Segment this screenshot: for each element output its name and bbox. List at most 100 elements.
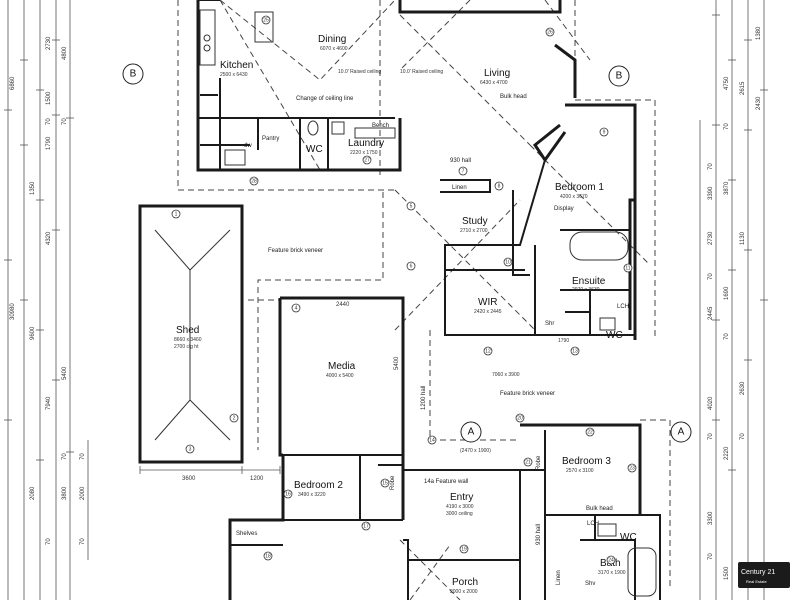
note-shower-dim: 1790	[558, 338, 569, 344]
number-marker-label: 27	[364, 157, 370, 163]
room-study-size: 2710 x 2700	[460, 228, 488, 234]
number-marker	[606, 555, 616, 565]
number-marker-label: 6	[410, 263, 413, 269]
dim-left: 2730	[46, 36, 52, 50]
room-robe: Robe	[390, 475, 396, 490]
room-porch-size: 2000 x 2000	[450, 589, 478, 595]
dim-left: 2080	[30, 486, 36, 500]
room-linen2: Linen	[556, 570, 562, 585]
dim-right: 4020	[708, 396, 714, 410]
room-ensuite-size: 2970 x 3630	[572, 287, 600, 293]
number-marker-label: 17	[363, 523, 369, 529]
room-shed: Shed	[176, 325, 199, 336]
number-marker-label: 15	[382, 480, 388, 486]
number-marker-label: 26	[547, 29, 553, 35]
room-shed-ceiling: 2700 clg ht	[174, 344, 199, 350]
room-shed-size: 8660 x 3460	[174, 337, 202, 343]
room-dining-size: 6070 x 4600	[320, 46, 348, 52]
number-marker-label: 9	[603, 129, 606, 135]
note-dishwasher: dw	[244, 143, 252, 149]
note-shower: Shv	[585, 581, 595, 587]
note-bulkhead: Bulk head	[500, 94, 527, 100]
dim-shed-width: 3600	[182, 476, 196, 482]
room-wc2: WC	[606, 330, 623, 341]
dim-right: 3390	[708, 186, 714, 200]
dim-left: 4320	[46, 231, 52, 245]
grid-marker-a	[460, 421, 482, 443]
number-marker-label: 28	[251, 178, 257, 184]
note-mid-dimension: 7060 x 3900	[492, 372, 520, 378]
room-bedroom3-size: 2570 x 3100	[566, 468, 594, 474]
dim-left-small: 70	[62, 118, 68, 125]
grid-marker-a-label: A	[678, 427, 685, 438]
number-marker	[171, 209, 181, 219]
room-shr: Shr	[545, 321, 554, 327]
number-marker	[483, 346, 493, 356]
dim-gap-width: 1200	[250, 476, 264, 482]
number-marker-label: 5	[410, 203, 413, 209]
room-dining: Dining	[318, 34, 346, 45]
room-bedroom3: Bedroom 3	[562, 456, 611, 467]
number-marker-label: 11	[625, 265, 630, 271]
dim-media-side: 5400	[394, 356, 400, 370]
note-brick-veneer: Feature brick veneer	[500, 391, 555, 397]
dim-right: 3300	[708, 511, 714, 525]
grid-marker-b	[608, 65, 630, 87]
dim-right-small: 70	[724, 123, 730, 130]
dim-right: 1130	[740, 231, 746, 245]
dim-left-total: 30980	[10, 303, 16, 320]
note-hall-vertical: 930 hall	[536, 524, 542, 545]
dim-right-small: 70	[708, 163, 714, 170]
note-feature-wall: 14a Feature wall	[424, 479, 468, 485]
number-marker-label: 3	[189, 446, 192, 452]
dim-left: 1500	[46, 91, 52, 105]
dim-left: 2000	[80, 486, 86, 500]
room-bedroom1-size: 4200 x 3670	[560, 194, 588, 200]
room-labels: Dining 6070 x 4600 Kitchen 2500 x 6430 L…	[174, 34, 637, 595]
dim-right-small: 70	[740, 433, 746, 440]
grid-marker-b-label: B	[130, 69, 137, 80]
dim-left-small: 70	[62, 453, 68, 460]
dim-right: 2630	[740, 381, 746, 395]
room-wir: WIR	[478, 297, 497, 308]
number-marker-label: 1	[175, 211, 178, 217]
dim-right: 2730	[708, 231, 714, 245]
dim-left: 3800	[62, 486, 68, 500]
sink	[224, 149, 246, 166]
number-marker	[515, 413, 525, 423]
room-pantry: Pantry	[262, 136, 279, 142]
number-marker	[599, 127, 609, 137]
dim-right: 2220	[724, 446, 730, 460]
cooktop-burner	[203, 44, 211, 52]
dim-right: 2615	[740, 81, 746, 95]
bathtub-ensuite	[569, 231, 629, 261]
number-marker-label: 7	[462, 168, 465, 174]
number-marker	[458, 166, 468, 176]
room-lch: LCH	[617, 304, 629, 310]
number-marker-label: 10	[505, 259, 511, 265]
grid-marker-a	[670, 421, 692, 443]
dim-right-small: 70	[724, 333, 730, 340]
dim-right-small: 70	[708, 273, 714, 280]
cooktop-burner	[203, 34, 211, 42]
walls	[138, 0, 661, 600]
number-marker	[406, 261, 416, 271]
dim-right: 1690	[724, 286, 730, 300]
kitchen-bench	[199, 9, 216, 66]
note-bulkhead: Bulk head	[586, 506, 613, 512]
laundry-tub	[331, 121, 345, 135]
number-marker-label: 20	[517, 415, 523, 421]
room-porch: Porch	[452, 577, 478, 588]
number-marker	[523, 457, 533, 467]
dim-left: 4800	[62, 46, 68, 60]
dimension-lines	[4, 0, 768, 600]
room-wc3: WC	[620, 532, 637, 543]
numbered-markers: 1 2 3 4 5 6 7 8 9 10 11 12 13 14 15 16 1…	[171, 15, 637, 565]
room-media: Media	[328, 361, 356, 372]
dim-left-small: 70	[46, 538, 52, 545]
dim-left: 1790	[46, 136, 52, 150]
room-media-size: 4000 x 5400	[326, 373, 354, 379]
number-marker-label: 21	[525, 459, 531, 465]
number-marker	[362, 155, 372, 165]
